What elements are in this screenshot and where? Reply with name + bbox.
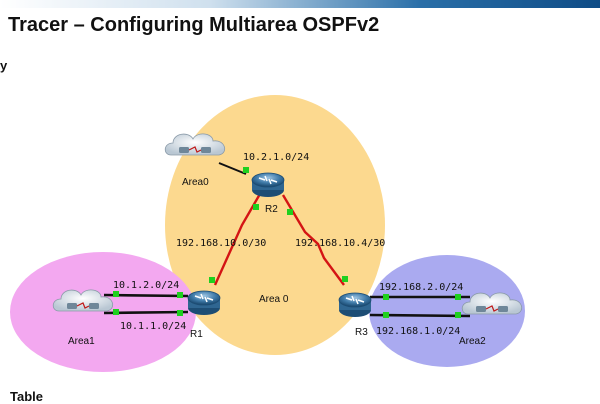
port-up-indicator — [253, 204, 259, 210]
port-up-indicator — [177, 292, 183, 298]
port-up-indicator — [455, 294, 461, 300]
cloud-label-area0: Area0 — [182, 177, 209, 188]
area1-region — [10, 252, 196, 372]
cloud-label-area2: Area2 — [459, 336, 486, 347]
slide-title: Tracer – Configuring Multiarea OSPFv2 — [8, 14, 380, 36]
router-icon[interactable] — [187, 290, 221, 316]
port-up-indicator — [455, 312, 461, 318]
network-label: 192.168.2.0/24 — [379, 282, 463, 293]
port-up-indicator — [383, 294, 389, 300]
port-up-indicator — [383, 312, 389, 318]
network-label: 10.1.1.0/24 — [120, 321, 186, 332]
ethernet-link-r2-area0[interactable] — [218, 162, 247, 175]
serial-link-r2-r3[interactable] — [281, 194, 345, 286]
port-up-indicator — [243, 167, 249, 173]
table-heading-fragment: Table — [10, 389, 43, 404]
cloud-label-area1: Area1 — [68, 336, 95, 347]
port-up-indicator — [287, 209, 293, 215]
port-status-indicators — [113, 167, 461, 318]
area-label: Area 0 — [259, 294, 289, 305]
router-icon[interactable] — [338, 292, 372, 318]
network-label: 192.168.1.0/24 — [376, 326, 460, 337]
router-icon[interactable] — [251, 172, 285, 198]
port-up-indicator — [113, 309, 119, 315]
port-up-indicator — [113, 291, 119, 297]
port-up-indicator — [342, 276, 348, 282]
header-accent-bar — [0, 0, 600, 8]
area0-region — [165, 95, 385, 355]
area2-region — [369, 255, 525, 367]
router-label-r1: R1 — [190, 329, 203, 340]
network-label: 10.1.2.0/24 — [113, 280, 179, 291]
network-label: 192.168.10.0/30 — [176, 238, 266, 249]
port-up-indicator — [209, 277, 215, 283]
router-label-r3: R3 — [355, 327, 368, 338]
serial-link-r1-r2[interactable] — [213, 186, 266, 286]
port-up-indicator — [177, 310, 183, 316]
router-label-r2: R2 — [265, 204, 278, 215]
network-label: 10.2.1.0/24 — [243, 152, 309, 163]
section-heading-fragment: y — [0, 58, 8, 73]
network-label: 192.168.10.4/30 — [295, 238, 385, 249]
